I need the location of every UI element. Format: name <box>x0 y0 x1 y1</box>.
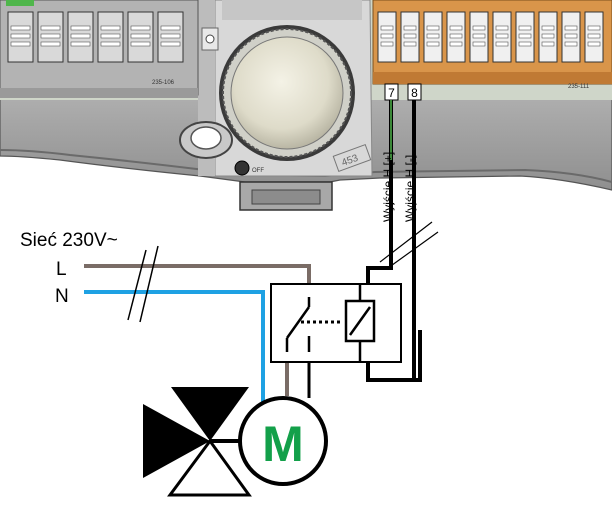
motor: M <box>238 396 328 486</box>
supply-title: Sieć 230V~ <box>20 230 118 251</box>
motor-label: M <box>262 416 304 472</box>
terminal-slot-screw <box>564 41 578 47</box>
terminal-slot-screw <box>10 33 31 39</box>
neutral-wire <box>84 290 265 403</box>
three-way-valve-icon <box>143 387 252 497</box>
off-button[interactable] <box>234 160 250 176</box>
terminal-slot-screw <box>40 25 61 31</box>
terminal-slot-screw <box>472 33 486 39</box>
output-plus-label: Wyjście H [+] <box>381 152 395 222</box>
terminal-slot-screw <box>495 33 509 39</box>
terminal-7-label: 7 <box>388 86 395 100</box>
terminal-slot-screw <box>587 25 601 31</box>
right-terminal-block: 235-111 7 8 <box>372 0 612 101</box>
terminal-slot-screw <box>564 25 578 31</box>
terminal-slot-screw <box>518 25 532 31</box>
terminal-slot-screw <box>40 33 61 39</box>
output-minus-label: Wyjście H [-] <box>403 155 417 222</box>
terminal-slot-screw <box>495 41 509 47</box>
terminal-slot-screw <box>380 25 394 31</box>
terminal-slot-screw <box>380 33 394 39</box>
right-block-code: 235-111 <box>568 84 590 90</box>
terminal-slot-screw <box>541 41 555 47</box>
terminal-slot-screw <box>472 25 486 31</box>
terminal-slot-screw <box>403 33 417 39</box>
terminal-slot-screw <box>403 41 417 47</box>
terminal-8-label: 8 <box>411 86 418 100</box>
relay-contact <box>285 306 311 339</box>
terminal-slot-screw <box>10 41 31 47</box>
terminal-slot-screw <box>426 33 440 39</box>
terminal-slot-screw <box>426 41 440 47</box>
terminal-slot-screw <box>495 25 509 31</box>
board-details: OFF 453 <box>179 121 372 211</box>
terminal-slot-screw <box>130 33 151 39</box>
terminal-slot-screw <box>564 33 578 39</box>
terminal-slot-screw <box>160 25 181 31</box>
terminal-slot-screw <box>518 41 532 47</box>
terminal-slot-screw <box>130 25 151 31</box>
neutral-label: N <box>55 286 69 307</box>
control-knob[interactable] <box>219 0 362 161</box>
terminal-slot-screw <box>449 41 463 47</box>
terminal-slot-screw <box>130 41 151 47</box>
terminal-slot-screw <box>449 25 463 31</box>
line-label: L <box>56 259 67 280</box>
terminal-slot-screw <box>40 41 61 47</box>
relay <box>270 283 402 363</box>
terminal-slot-screw <box>100 33 121 39</box>
terminal-slot-screw <box>541 25 555 31</box>
terminal-slot-screw <box>70 25 91 31</box>
terminal-slot-screw <box>587 41 601 47</box>
terminal-slot-screw <box>70 33 91 39</box>
terminal-slot-screw <box>403 25 417 31</box>
terminal-slot-screw <box>426 25 440 31</box>
left-terminal-block: 235-106 <box>0 0 219 98</box>
terminal-slot-screw <box>70 41 91 47</box>
terminal-slot-screw <box>100 41 121 47</box>
terminal-slot-screw <box>587 33 601 39</box>
terminal-slot-screw <box>10 25 31 31</box>
off-button-label: OFF <box>252 168 264 174</box>
terminal-slot-screw <box>100 25 121 31</box>
terminal-slot-screw <box>160 41 181 47</box>
terminal-slot-screw <box>380 41 394 47</box>
terminal-slot-screw <box>518 33 532 39</box>
terminal-slot-screw <box>449 33 463 39</box>
left-block-code: 235-106 <box>152 80 175 86</box>
terminal-slot-screw <box>472 41 486 47</box>
terminal-slot-screw <box>541 33 555 39</box>
terminal-slot-screw <box>160 33 181 39</box>
supply-ticks <box>127 245 159 323</box>
